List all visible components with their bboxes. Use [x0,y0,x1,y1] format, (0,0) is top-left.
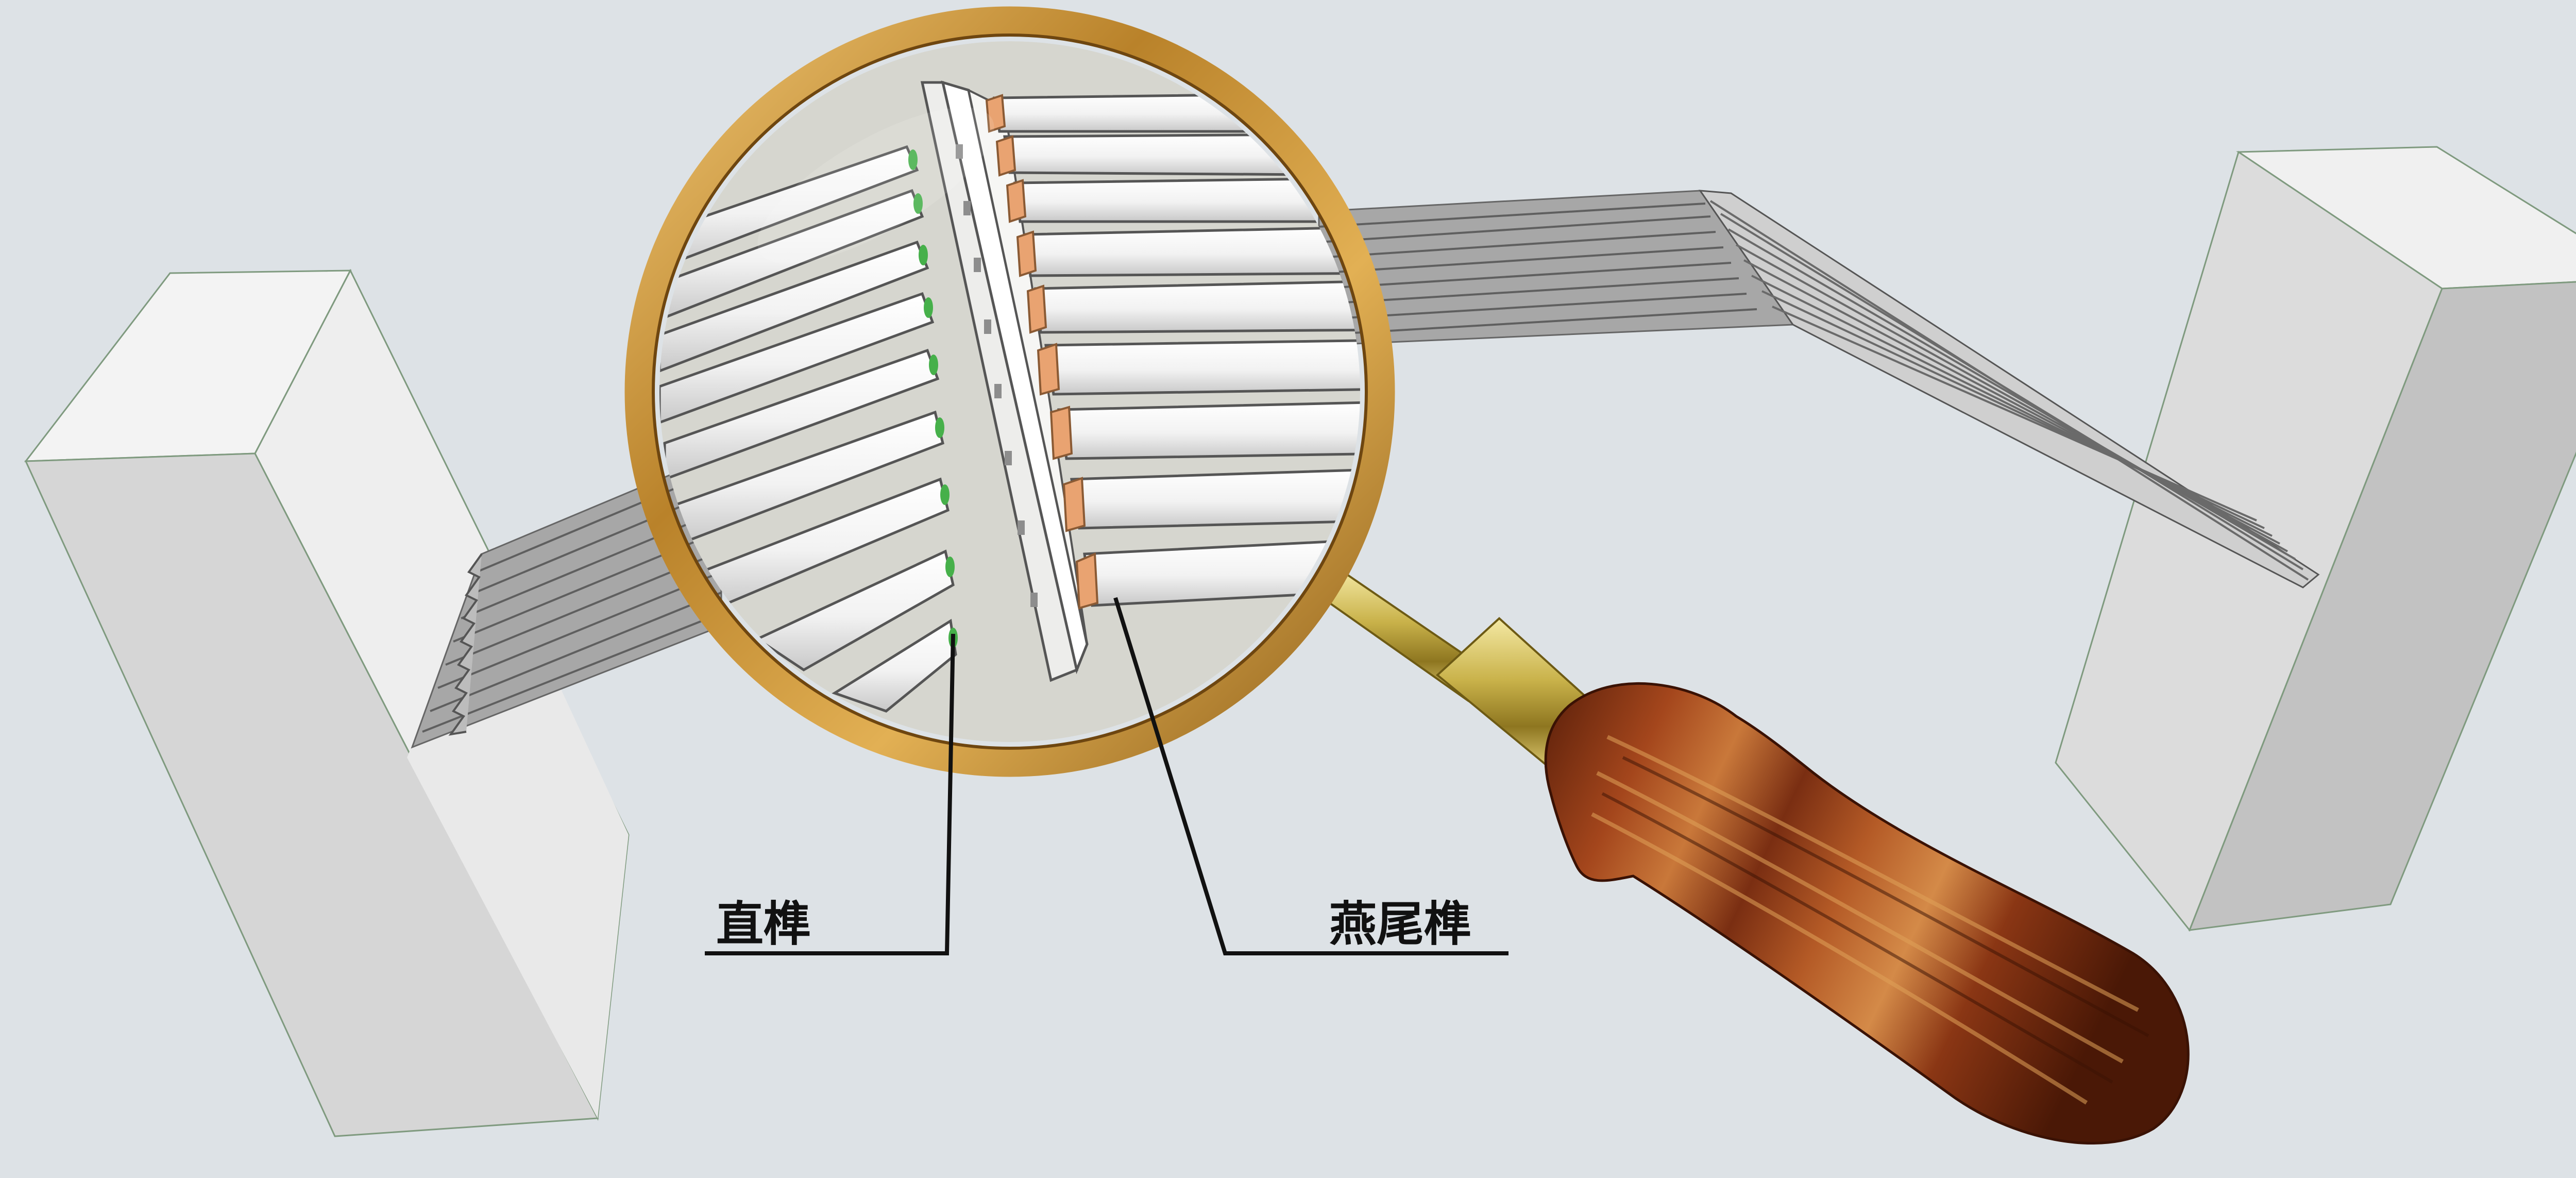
center-beam [920,80,1089,682]
magnifier-lens [659,41,1360,742]
right-block-front-face [2188,281,2576,931]
dovetail-tenon-label: 燕尾榫 [1329,897,1471,952]
right-block [2055,146,2576,932]
dovetail-tenon-leader [1113,597,1509,955]
handle-wood-grain [1591,735,2139,1105]
straight-tenon-slats [659,145,957,713]
callout-leaders [705,597,1509,955]
straight-tenon-label: 直榫 [716,897,811,952]
magnifier-rim [624,6,1395,777]
straight-tenon-leader [705,633,955,955]
dovetail-tenon-marks [985,94,1099,610]
right-planks [1318,190,2320,588]
magnifying-glass-icon [624,6,2190,1145]
left-dovetail-comb [448,553,483,736]
beam-mortises [956,144,1038,607]
left-block [24,268,630,1137]
straight-tenon-marks [908,149,958,648]
